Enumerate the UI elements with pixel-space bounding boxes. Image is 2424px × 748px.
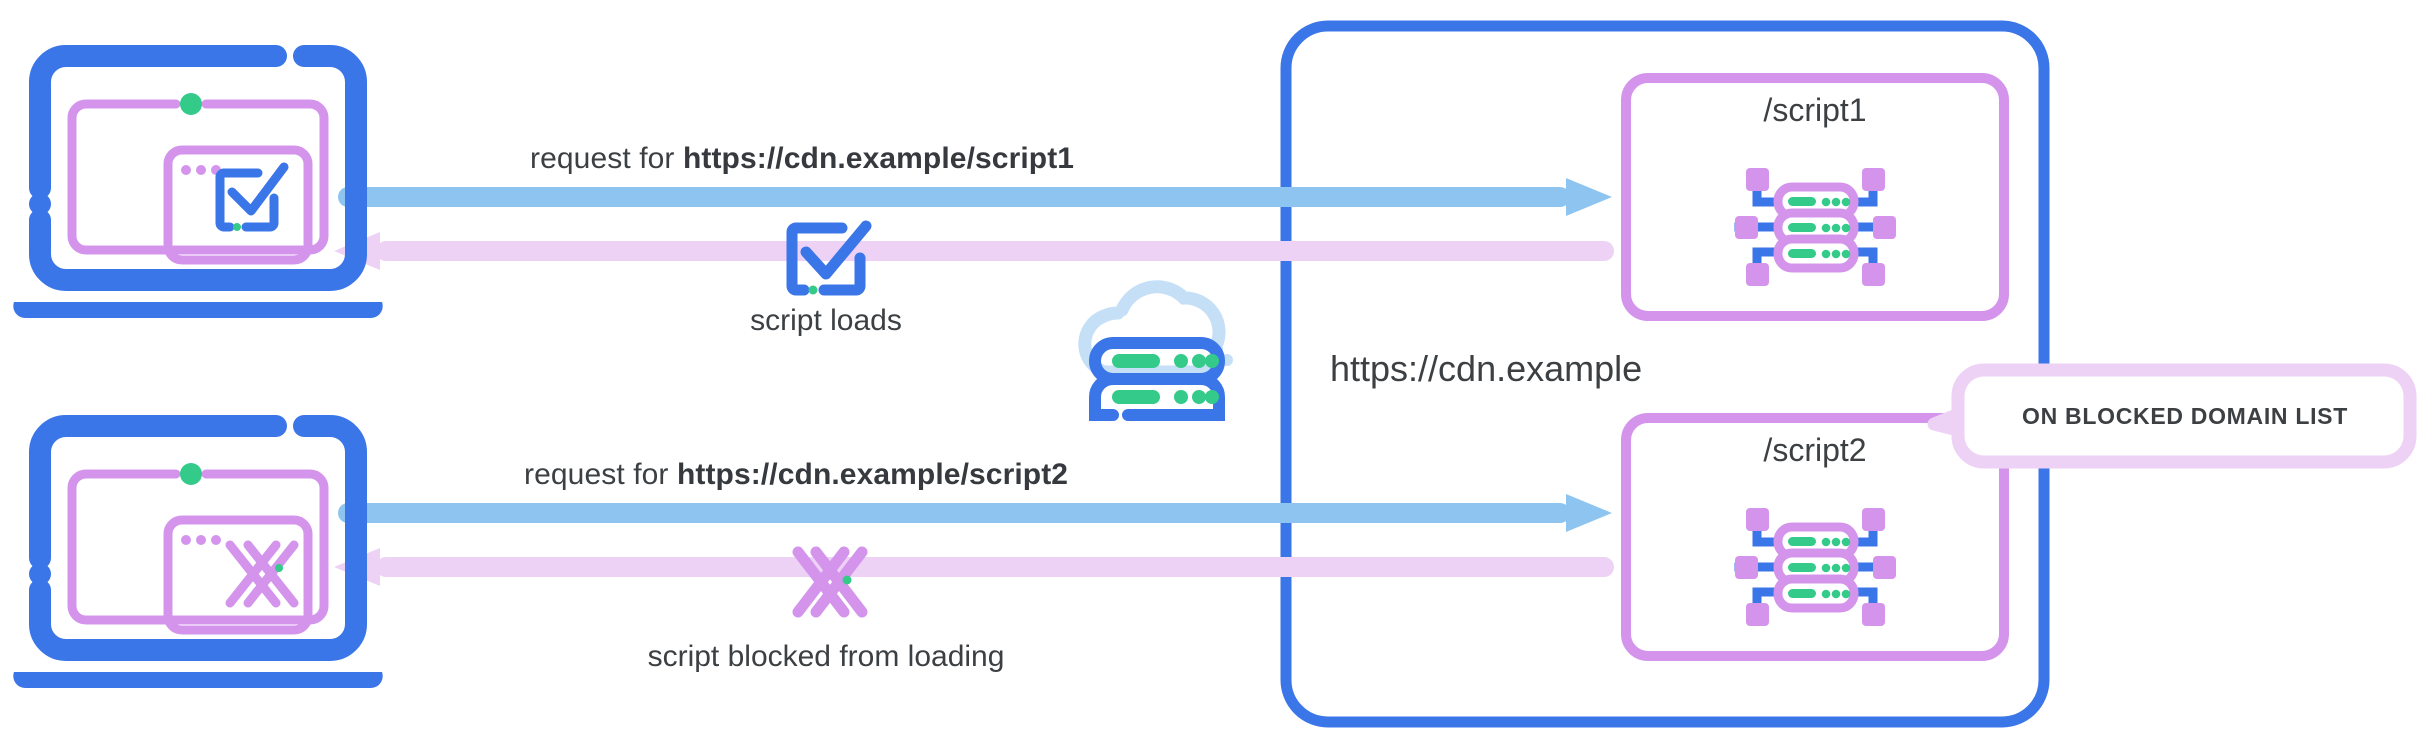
request-label-script2: request for https://cdn.example/script2 — [524, 458, 1068, 493]
server-rack-icon-script2 — [1734, 508, 1896, 626]
arrow-left-pink-script2 — [334, 548, 1614, 586]
laptop-check-icon — [13, 45, 383, 319]
cloud-server-icon — [1078, 280, 1233, 421]
cross-icon — [792, 546, 868, 618]
arrow-right-blue-script1 — [338, 178, 1612, 216]
request-label-script1: request for https://cdn.example/script1 — [530, 142, 1074, 177]
arrow-right-blue-script2 — [338, 494, 1612, 532]
server-rack-icon-script1 — [1734, 168, 1896, 286]
resource-label-script1: /script1 — [1763, 92, 1867, 128]
request-prefix-2: request for — [524, 458, 677, 491]
resource-label-script2: /script2 — [1763, 432, 1867, 468]
laptop-cross-icon — [13, 415, 383, 689]
arrow-left-pink-script1 — [334, 232, 1614, 270]
caption-script2: script blocked from loading — [647, 640, 1005, 673]
request-prefix-1: request for — [530, 142, 683, 175]
blocked-domain-callout-text: ON BLOCKED DOMAIN LIST — [2022, 403, 2348, 429]
checkmark-icon — [786, 220, 872, 296]
blocked-domain-callout — [1927, 363, 2417, 469]
request-url-1: https://cdn.example/script1 — [682, 142, 1075, 175]
cdn-domain-label: https://cdn.example — [1330, 348, 1643, 389]
request-url-2: https://cdn.example/script2 — [676, 458, 1069, 491]
caption-script1: script loads — [750, 304, 902, 337]
